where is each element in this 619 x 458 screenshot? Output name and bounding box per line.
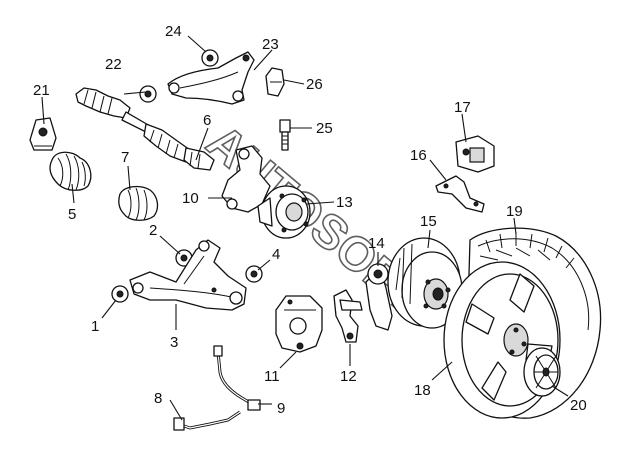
- callout-20: 20: [570, 397, 587, 414]
- callout-2: 2: [149, 222, 157, 239]
- callout-19: 19: [506, 203, 523, 220]
- callout-18: 18: [414, 382, 431, 399]
- part-24-bushing: [201, 49, 219, 67]
- part-25-bolt: [279, 119, 291, 151]
- callout-16: 16: [410, 147, 427, 164]
- callout-6: 6: [203, 112, 211, 129]
- part-20-hubcap: [523, 347, 561, 397]
- part-17-sensor: [455, 135, 495, 173]
- part-11-caliper: [275, 295, 323, 353]
- part-21-mount: [29, 117, 57, 151]
- callout-11: 11: [264, 368, 280, 385]
- callout-21: 21: [33, 82, 50, 99]
- callout-26: 26: [306, 76, 323, 93]
- part-7-boot: [118, 185, 159, 221]
- part-3-lower-arm: [129, 239, 247, 311]
- callout-15: 15: [420, 213, 437, 230]
- part-1-bushing: [111, 285, 129, 303]
- callout-24: 24: [165, 23, 182, 40]
- callout-9: 9: [277, 400, 285, 417]
- callout-8: 8: [154, 390, 162, 407]
- callout-25: 25: [316, 120, 333, 137]
- part-13-hub: [257, 185, 311, 239]
- part-6-drive-shaft: [75, 87, 215, 171]
- callout-22: 22: [105, 56, 122, 73]
- part-10-knuckle: [221, 145, 271, 213]
- part-22-bushing: [139, 85, 157, 103]
- callout-1: 1: [91, 318, 99, 335]
- part-5-boot: [49, 151, 92, 191]
- callout-14: 14: [368, 235, 385, 252]
- leader-lines: [41, 35, 569, 421]
- part-23-upper-arm: [167, 51, 255, 105]
- callout-12: 12: [340, 368, 357, 385]
- part-26-cap: [265, 67, 285, 97]
- callout-7: 7: [121, 149, 129, 166]
- part-14-shield: [365, 263, 393, 331]
- callout-5: 5: [68, 206, 76, 223]
- callout-23: 23: [262, 36, 279, 53]
- part-8-brake-line: [173, 410, 241, 431]
- callout-10: 10: [182, 190, 199, 207]
- part-9-brake-hose: [213, 345, 261, 411]
- part-12-bracket: [333, 289, 363, 343]
- callout-13: 13: [336, 194, 353, 211]
- callout-3: 3: [170, 334, 178, 351]
- callout-4: 4: [272, 246, 280, 263]
- part-16-bracket: [435, 175, 485, 213]
- callout-17: 17: [454, 99, 471, 116]
- callout-labels: 21 5 22 24 23 26 25 6 7 10 13 2 4 1 3 11…: [33, 23, 587, 417]
